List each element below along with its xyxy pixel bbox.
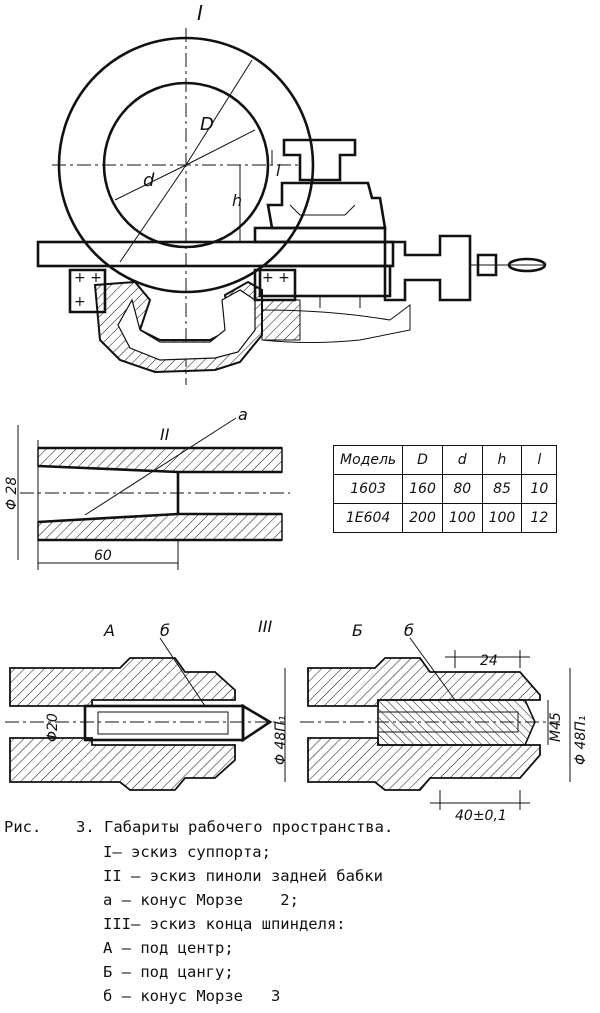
- svg-text:+: +: [74, 294, 86, 310]
- sketch-quill: II a 60 Φ 28: [4, 405, 290, 570]
- caption-line: I– эскиз суппорта;: [103, 843, 271, 861]
- dim-m45: M45: [548, 712, 564, 742]
- label-D: D: [200, 114, 214, 135]
- caption-prefix: Рис.: [4, 818, 42, 836]
- table-cell: 100: [441, 503, 483, 533]
- section-label-II: II: [160, 425, 170, 444]
- svg-text:+ +: + +: [74, 270, 102, 286]
- table-row: 1603 160 80 85 10: [332, 474, 558, 504]
- table-header-cell: d: [441, 445, 483, 475]
- label-b-left: б: [160, 621, 170, 640]
- table-header-cell: l: [521, 445, 558, 475]
- section-label-I: I: [197, 1, 203, 25]
- table-header-row: Модель D d h l: [332, 445, 558, 475]
- dim-40: 40±0,1: [455, 808, 507, 824]
- caption-line: А – под центр;: [103, 939, 234, 957]
- label-h: h: [232, 191, 242, 210]
- table-cell: 160: [402, 474, 443, 504]
- svg-text:+ +: + +: [262, 270, 290, 286]
- caption-line: а – конус Морзе 2;: [103, 891, 299, 909]
- model-dimensions-table: Модель D d h l 1603 160 80 85 10 1E604 2…: [332, 445, 558, 533]
- sketch-support: + + + + + I D d h l: [36, 1, 547, 385]
- table-cell: 85: [481, 474, 523, 504]
- table-cell: 1E604: [332, 503, 404, 533]
- table-cell: 12: [521, 503, 558, 533]
- table-cell: 10: [521, 474, 558, 504]
- label-a: a: [238, 405, 248, 424]
- caption-line: II – эскиз пиноли задней бабки: [103, 867, 383, 885]
- caption-title: 3. Габариты рабочего пространства.: [76, 818, 394, 836]
- label-B: Б: [352, 621, 363, 640]
- table-header-cell: Модель: [332, 445, 404, 475]
- table-cell: 1603: [332, 474, 404, 504]
- table-cell: 100: [481, 503, 523, 533]
- label-A: A: [103, 621, 115, 640]
- sketch-spindle: III A б Φ20 Φ 48Π₁ Б б 24 40±0,1 M45 Φ: [5, 617, 589, 824]
- dim-d28: Φ 28: [4, 477, 20, 510]
- table-cell: 200: [402, 503, 443, 533]
- label-b-right: б: [404, 621, 414, 640]
- table-header-cell: D: [402, 445, 443, 475]
- label-l: l: [276, 161, 281, 180]
- dim-24: 24: [480, 653, 498, 669]
- section-label-III: III: [258, 617, 272, 636]
- table-row: 1E604 200 100 100 12: [332, 503, 558, 533]
- caption-line: б – конус Морзе 3: [103, 987, 281, 1005]
- dim-d48-left: Φ 48Π₁: [273, 716, 289, 765]
- table-cell: 80: [441, 474, 483, 504]
- dim-d20: Φ20: [45, 713, 61, 742]
- dim-60: 60: [94, 548, 112, 564]
- dim-d48-right: Φ 48Π₁: [573, 716, 589, 765]
- caption-line: Б – под цангу;: [103, 963, 234, 981]
- label-d: d: [143, 170, 155, 191]
- table-header-cell: h: [481, 445, 523, 475]
- caption-line: III– эскиз конца шпинделя:: [103, 915, 346, 933]
